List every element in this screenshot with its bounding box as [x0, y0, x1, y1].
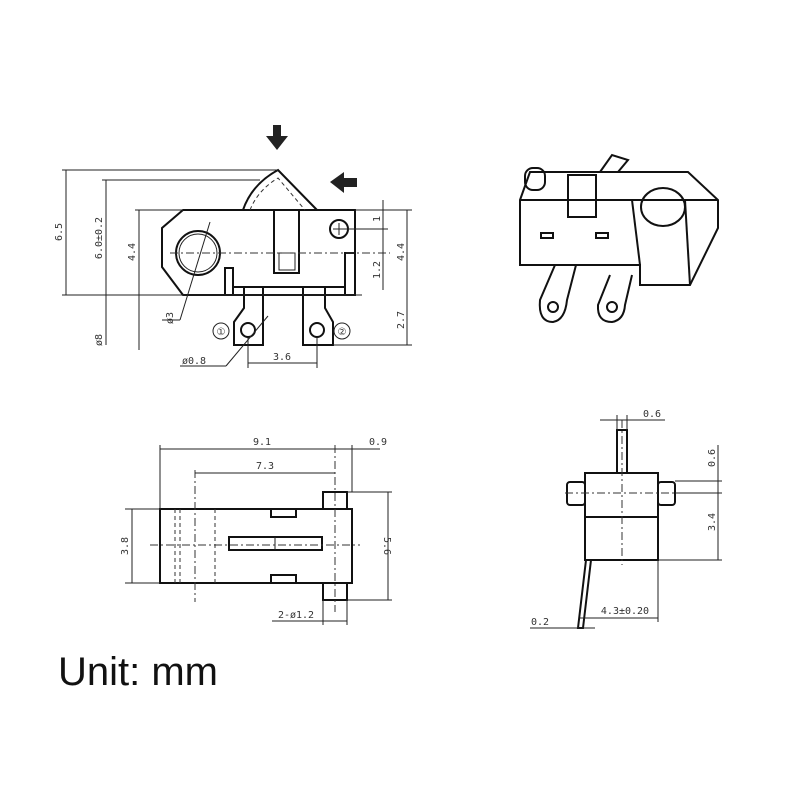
press-arrow-down-icon [266, 125, 288, 150]
terminal-1 [233, 287, 264, 346]
press-arrow-left-icon [330, 172, 357, 193]
dim-pin-dia: 2-ø1.2 [278, 610, 314, 621]
dim-terminal-pitch: 3.6 [273, 352, 291, 363]
isometric-view [519, 153, 719, 324]
dim-actuator-width: 0.6 [643, 409, 661, 420]
terminal-2-label: ② [338, 327, 347, 338]
dim-big-hole-dia: ø3 [165, 312, 176, 324]
dim-pin-width: 0.9 [369, 437, 387, 448]
dim-pin-offset: 0.6 [707, 449, 718, 467]
dim-terminal-length: 2.7 [396, 311, 407, 329]
top-body [159, 508, 353, 584]
dim-side-body-height: 3.4 [707, 513, 718, 531]
dim-leg-thickness: 0.2 [531, 617, 549, 628]
dim-lever-height: 6.0±0.2 [94, 217, 105, 259]
side-view: 0.6 0.6 3.4 4.3±0.20 0.2 [530, 409, 722, 629]
dim-body-height-left: 4.4 [127, 243, 138, 261]
dim-body-height-right: 4.4 [396, 243, 407, 261]
dim-overall-length: 9.1 [253, 437, 271, 448]
dim-top-to-hole: 1 [372, 216, 383, 222]
top-view: 9.1 0.9 7.3 3.8 5.6 2-ø1.2 [120, 437, 392, 625]
dim-terminal-hole-dia: ø0.8 [182, 356, 206, 367]
terminal-2 [302, 287, 334, 346]
dim-body-width: 3.8 [120, 537, 131, 555]
dim-pin-span: 5.6 [381, 537, 392, 555]
dim-leg-offset: 4.3±0.20 [601, 606, 649, 617]
dim-inner-length: 7.3 [256, 461, 274, 472]
dim-total-height: 6.5 [54, 223, 65, 241]
dim-left-bottom: ø8 [94, 334, 105, 346]
terminal-1-label: ① [217, 327, 226, 338]
unit-label: Unit: mm [58, 650, 218, 694]
dim-hole-to-center: 1.2 [372, 261, 383, 279]
lever [242, 168, 318, 211]
front-view: ① ② 6.5 6.0±0.2 4.4 1 1.2 4.4 2.7 ø3 ø8 … [54, 125, 412, 368]
